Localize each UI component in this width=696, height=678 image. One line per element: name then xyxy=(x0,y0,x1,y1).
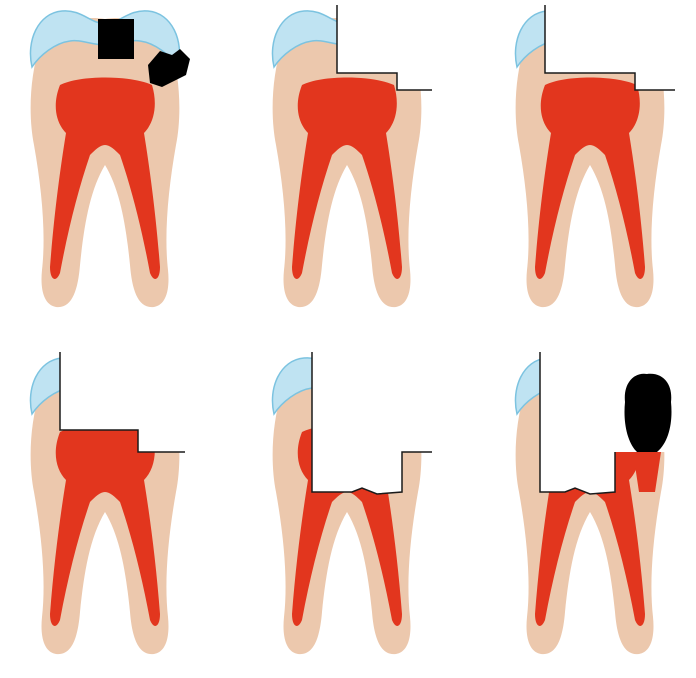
restoration xyxy=(625,374,672,452)
tooth-panel-1 xyxy=(30,11,190,307)
tooth-panel-6 xyxy=(515,352,680,654)
tooth-panel-5 xyxy=(272,352,437,654)
tooth-panel-2 xyxy=(272,5,437,307)
tooth-panel-3 xyxy=(515,5,680,307)
tooth-panel-4 xyxy=(30,352,195,654)
occlusal-caries xyxy=(98,19,134,59)
